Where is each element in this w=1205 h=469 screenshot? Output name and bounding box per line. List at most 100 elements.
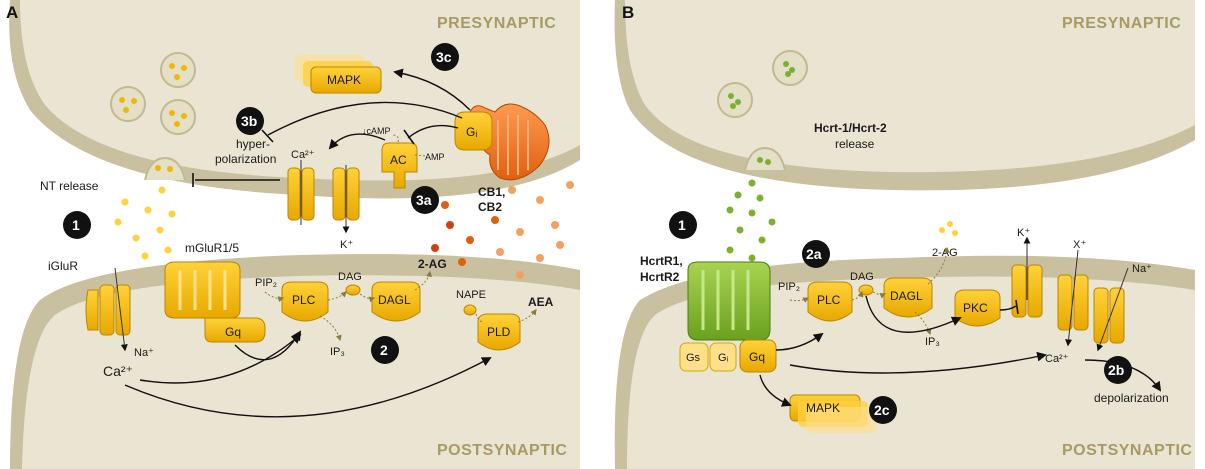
panel-a-letter: A — [6, 3, 18, 22]
svg-text:3b: 3b — [241, 113, 257, 129]
gi-label-a: Gᵢ — [466, 125, 477, 139]
ca-pre-label: Ca²⁺ — [291, 149, 315, 161]
gq-protein-b: Gq — [739, 339, 777, 373]
plc-enzyme-b: PLC — [807, 281, 853, 322]
two-ag-label-b: 2-AG — [932, 247, 958, 259]
dagl-label-b: DAGL — [890, 289, 923, 303]
svg-text:2: 2 — [380, 342, 388, 358]
mapk-b: MAPK — [789, 394, 876, 433]
nape-label: NAPE — [456, 289, 486, 301]
dagl-label-a: DAGL — [378, 293, 411, 307]
camp-label: ↓cAMP — [362, 126, 391, 136]
gs-protein: Gs — [679, 342, 709, 372]
badge-a2: 2 — [371, 336, 399, 364]
hcrt-peptides — [726, 61, 795, 262]
panel-b: B PRESYNAPTIC POSTSYNAPTIC Hcrt-1/Hcrt-2… — [614, 0, 1195, 469]
svg-text:3c: 3c — [436, 49, 452, 65]
hyper-label-1: hyper- — [236, 137, 270, 151]
badge-a3c: 3c — [431, 43, 459, 71]
pkc-label: PKC — [963, 301, 988, 315]
presynaptic-label-a: PRESYNAPTIC — [437, 15, 556, 32]
gq-label-a: Gq — [225, 325, 241, 339]
ca-label-b: Ca²⁺ — [1045, 353, 1069, 365]
postsynaptic-label-a: POSTSYNAPTIC — [437, 442, 567, 459]
svg-text:3a: 3a — [416, 192, 432, 208]
dagl-enzyme-a: DAGL — [371, 281, 421, 322]
pip2-label-b: PIP₂ — [778, 281, 800, 293]
vesicles-b — [717, 50, 808, 171]
k-label-b: K⁺ — [1017, 227, 1030, 239]
cb2-label: CB2 — [478, 200, 502, 214]
cb-label: CB1, — [478, 185, 505, 199]
ip3-label-b: IP₃ — [925, 336, 940, 348]
postsynaptic-cytosol-a — [22, 275, 580, 469]
mapk-a: MAPK — [295, 55, 382, 94]
pld-enzyme: PLD — [477, 313, 521, 351]
pld-label: PLD — [487, 325, 511, 339]
svg-text:1: 1 — [678, 217, 686, 233]
neurotransmitter-dots-a — [114, 186, 176, 260]
dag-label-a: DAG — [338, 271, 362, 283]
x-label: X⁺ — [1073, 239, 1086, 251]
na-channel — [1093, 267, 1129, 352]
depolarization-label: depolarization — [1094, 391, 1169, 405]
postsynaptic-label-b: POSTSYNAPTIC — [1062, 442, 1192, 459]
vesicles-a — [110, 52, 196, 181]
pip2-label-a: PIP₂ — [255, 277, 277, 289]
badge-a3b: 3b — [236, 107, 264, 135]
mapk-label-b: MAPK — [806, 401, 840, 415]
iglur-channel — [85, 267, 131, 352]
dag-label-b: DAG — [850, 271, 874, 283]
na-label-a: Na⁺ — [134, 347, 154, 359]
presynaptic-label-b: PRESYNAPTIC — [1062, 15, 1181, 32]
mglur-receptor — [164, 261, 241, 319]
na-label-b: Na⁺ — [1132, 263, 1152, 275]
badge-b2a: 2a — [802, 240, 830, 268]
k-channel-post — [1011, 236, 1043, 318]
amp-label: AMP — [425, 152, 445, 162]
pkc-enzyme: PKC — [954, 289, 1001, 327]
plc-label-b: PLC — [817, 293, 841, 307]
plc-enzyme-a: PLC — [281, 281, 329, 322]
gs-label: Gs — [686, 352, 701, 364]
nt-release-label: NT release — [40, 179, 99, 193]
hcrt-release-label-2: release — [835, 137, 875, 151]
ip3-label-a: IP₃ — [330, 346, 345, 358]
gi-protein-a: Gᵢ — [454, 111, 493, 151]
k-channel-pre — [332, 165, 360, 234]
panel-a: A PRESYNAPTIC POSTSYNAPTIC NT — [6, 0, 580, 469]
badge-b2b: 2b — [1104, 356, 1132, 384]
hcrt-receptor — [687, 261, 771, 341]
badge-b1: 1 — [669, 211, 697, 239]
cation-channel — [1057, 249, 1089, 347]
gq-protein-a: Gq — [204, 317, 266, 343]
plc-label-a: PLC — [292, 293, 316, 307]
hyper-label-2: polarization — [215, 152, 276, 166]
svg-text:2a: 2a — [806, 246, 822, 262]
gi-protein-b: Gᵢ — [709, 342, 737, 372]
gi-label-b: Gᵢ — [718, 352, 729, 364]
hcrt-receptor-label-2: HcrtR2 — [640, 270, 680, 284]
endocannabinoid-dots-a — [431, 181, 574, 279]
mapk-label-a: MAPK — [327, 73, 361, 87]
mglur-label: mGluR1/5 — [185, 241, 239, 255]
presynaptic-cytosol-b — [625, 0, 1195, 173]
hcrt-receptor-label-1: HcrtR1, — [640, 254, 683, 268]
ac-label: AC — [390, 153, 407, 167]
badge-a1: 1 — [63, 211, 91, 239]
svg-text:2b: 2b — [1108, 362, 1124, 378]
dagl-enzyme-b: DAGL — [883, 277, 933, 318]
svg-text:2c: 2c — [874, 402, 890, 418]
hcrt-release-label-1: Hcrt-1/Hcrt-2 — [814, 121, 887, 135]
badge-a3a: 3a — [411, 186, 439, 214]
aea-label: AEA — [528, 295, 554, 309]
badge-b2c: 2c — [869, 396, 897, 424]
gq-label-b: Gq — [749, 350, 765, 364]
ca-channel-pre — [287, 160, 315, 225]
k-pre-label: K⁺ — [340, 239, 353, 251]
ca-post-label-a: Ca²⁺ — [103, 363, 133, 379]
svg-text:1: 1 — [72, 217, 80, 233]
two-ag-label-a: 2-AG — [418, 257, 447, 271]
iglur-label: iGluR — [48, 259, 78, 273]
